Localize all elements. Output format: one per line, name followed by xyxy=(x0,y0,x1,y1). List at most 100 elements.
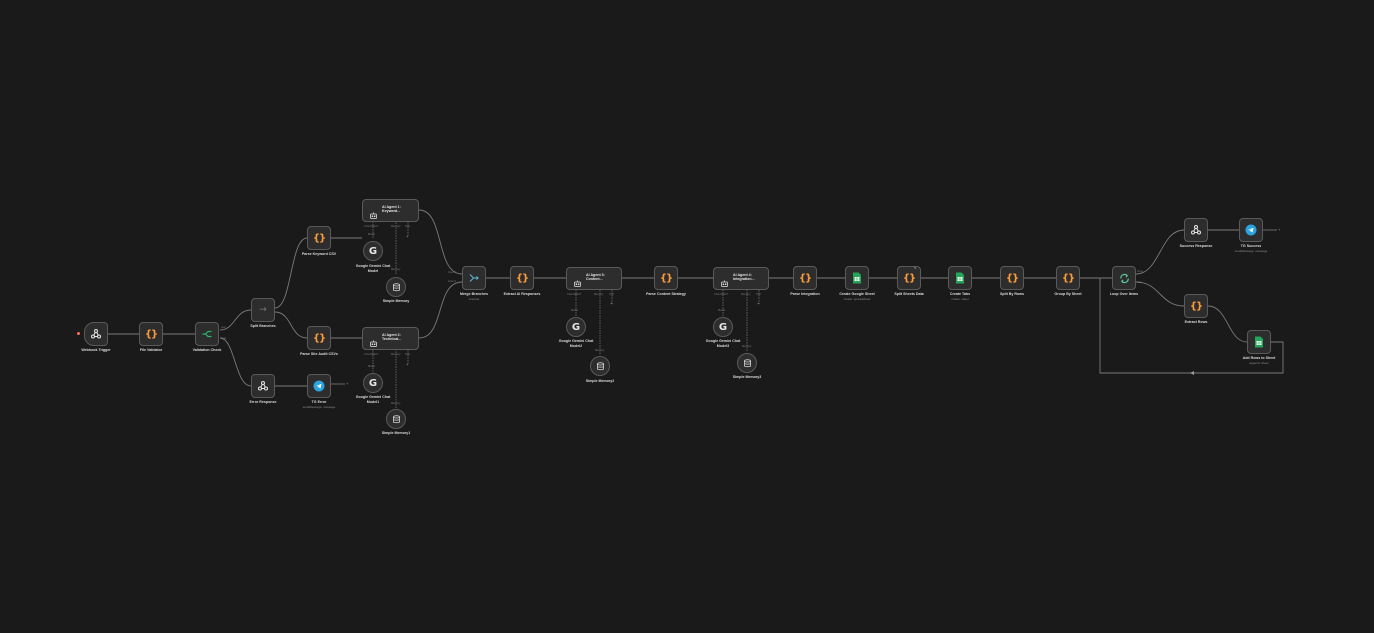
simple-memory1-label: Simple Memory1 xyxy=(381,431,411,435)
simple-memory1-node[interactable] xyxy=(386,409,406,429)
agent4-add-tool-icon[interactable]: + xyxy=(757,301,760,306)
tg-success-node[interactable] xyxy=(1239,218,1263,242)
add-rows-sublabel: append: sheet xyxy=(1249,361,1269,365)
code-braces-icon: {} xyxy=(1061,272,1075,284)
database-icon xyxy=(387,278,405,296)
wire-check-split xyxy=(219,309,252,331)
loop-over-items-node[interactable] xyxy=(1112,266,1136,290)
create-google-sheet-sublabel: create: spreadsheet xyxy=(843,297,871,301)
tg-error-sublabel: sendMessage: message xyxy=(302,405,336,409)
extract-rows-node[interactable]: {} xyxy=(1184,294,1208,318)
gemini-model1-node[interactable]: G xyxy=(363,373,383,393)
code-braces-icon: {} xyxy=(1005,272,1019,284)
tg-error-add-icon[interactable]: + xyxy=(346,381,349,386)
wire-split-site xyxy=(274,311,308,339)
group-by-sheet-label: Group By Sheet xyxy=(1054,292,1082,296)
parse-site-audit-node[interactable]: {} xyxy=(307,326,331,350)
code-braces-icon: {} xyxy=(515,272,529,284)
webhook-icon xyxy=(1185,219,1207,241)
agent4-model-label: Model xyxy=(718,309,726,312)
validation-check-label: Validation Check xyxy=(192,348,222,352)
webhook-trigger-node[interactable] xyxy=(84,322,108,346)
tg-error-node[interactable] xyxy=(307,374,331,398)
file-validator-node[interactable]: {} xyxy=(139,322,163,346)
agent2-model-label: Model xyxy=(368,365,376,368)
parse-keyword-label: Parse Keyword CSV xyxy=(301,252,337,256)
agent2-add-tool-icon[interactable]: + xyxy=(406,362,409,367)
add-rows-label: Add Rows to Sheet xyxy=(1242,356,1276,360)
database-icon xyxy=(591,357,609,375)
error-response-label: Error Response xyxy=(249,400,277,404)
agent3-add-tool-icon[interactable]: + xyxy=(610,301,613,306)
add-rows-node[interactable] xyxy=(1247,330,1271,354)
simple-memory2-node[interactable] xyxy=(590,356,610,376)
ai-agent-3-node[interactable]: AI Agent 3:Content... xyxy=(566,267,622,290)
simple-memory3-node[interactable] xyxy=(737,353,757,373)
tg-success-add-icon[interactable]: + xyxy=(1278,227,1281,232)
extract-rows-label: Extract Rows xyxy=(1184,320,1208,324)
tg-success-sublabel: sendMessage: message xyxy=(1234,249,1268,253)
gemini-model3-node[interactable]: G xyxy=(713,317,733,337)
tg-error-label: TG Error xyxy=(311,400,327,404)
merge-input1-port: Input 1 xyxy=(448,271,456,274)
simple-memory-node[interactable] xyxy=(386,277,406,297)
google-icon: G xyxy=(571,321,581,333)
wire-loop-success xyxy=(1135,229,1185,275)
agent4-tool-port: Tool xyxy=(756,293,761,296)
agent4-memory-port: Memory xyxy=(741,293,751,296)
google-icon: G xyxy=(718,321,728,333)
create-google-sheet-node[interactable] xyxy=(845,266,869,290)
loop-over-items-label: Loop Over Items xyxy=(1109,292,1139,296)
agent3-tool-port: Tool xyxy=(609,293,614,296)
error-response-node[interactable] xyxy=(251,374,275,398)
split-branches-label: Split Branches xyxy=(250,324,276,328)
code-braces-icon: {} xyxy=(902,272,916,284)
group-by-sheet-node[interactable]: {} xyxy=(1056,266,1080,290)
validation-check-node[interactable] xyxy=(195,322,219,346)
gemini-model3-line1: Google Gemini Chat xyxy=(705,339,741,343)
check-false-port: false xyxy=(221,337,227,340)
robot-icon xyxy=(369,335,378,353)
code-braces-icon: {} xyxy=(659,272,673,284)
split-sheets-node[interactable]: {} xyxy=(897,266,921,290)
split-by-rows-node[interactable]: {} xyxy=(1000,266,1024,290)
if-split-icon xyxy=(196,323,218,345)
wire-agent2-merge xyxy=(418,281,463,339)
split-branches-node[interactable]: → xyxy=(251,298,275,322)
gemini-model2-node[interactable]: G xyxy=(566,317,586,337)
success-response-node[interactable] xyxy=(1184,218,1208,242)
merge-branches-node[interactable] xyxy=(462,266,486,290)
database-icon xyxy=(738,354,756,372)
code-braces-icon: {} xyxy=(312,332,326,344)
create-tabs-label: Create Tabs xyxy=(949,292,971,296)
merge-input2-port: Input 2 xyxy=(448,280,456,283)
robot-icon xyxy=(720,275,729,293)
ai-agent-1-line1: AI Agent 1: xyxy=(382,205,401,209)
agent1-add-tool-icon[interactable]: + xyxy=(406,234,409,239)
ai-agent-4-node[interactable]: AI Agent 4:Integration... xyxy=(713,267,769,290)
merge-branches-label: Merge Branches xyxy=(460,292,488,296)
ai-agent-3-line2: Content... xyxy=(586,277,603,282)
agent3-model-label: Model xyxy=(571,309,579,312)
create-tabs-sublabel: create: sheet xyxy=(951,297,969,301)
trigger-marker xyxy=(77,332,80,335)
ai-agent-1-node[interactable]: AI Agent 1:Keyword... xyxy=(362,199,419,222)
agent4-memory-conn-label: Memory xyxy=(742,345,752,348)
gemini-model1-line2: Model1 xyxy=(366,399,380,404)
ai-agent-4-line2: Integration... xyxy=(733,277,755,282)
create-tabs-node[interactable] xyxy=(948,266,972,290)
parse-keyword-node[interactable]: {} xyxy=(307,226,331,250)
gemini-model-node[interactable]: G xyxy=(363,241,383,261)
parse-integration-node[interactable]: {} xyxy=(793,266,817,290)
check-true-port: true xyxy=(221,326,226,329)
parse-content-node[interactable]: {} xyxy=(654,266,678,290)
ai-agent-2-node[interactable]: AI Agent 2:Technical... xyxy=(362,327,419,350)
extract-ai-node[interactable]: {} xyxy=(510,266,534,290)
ai-agent-2-line2: Technical... xyxy=(382,337,402,342)
robot-icon xyxy=(573,275,582,293)
